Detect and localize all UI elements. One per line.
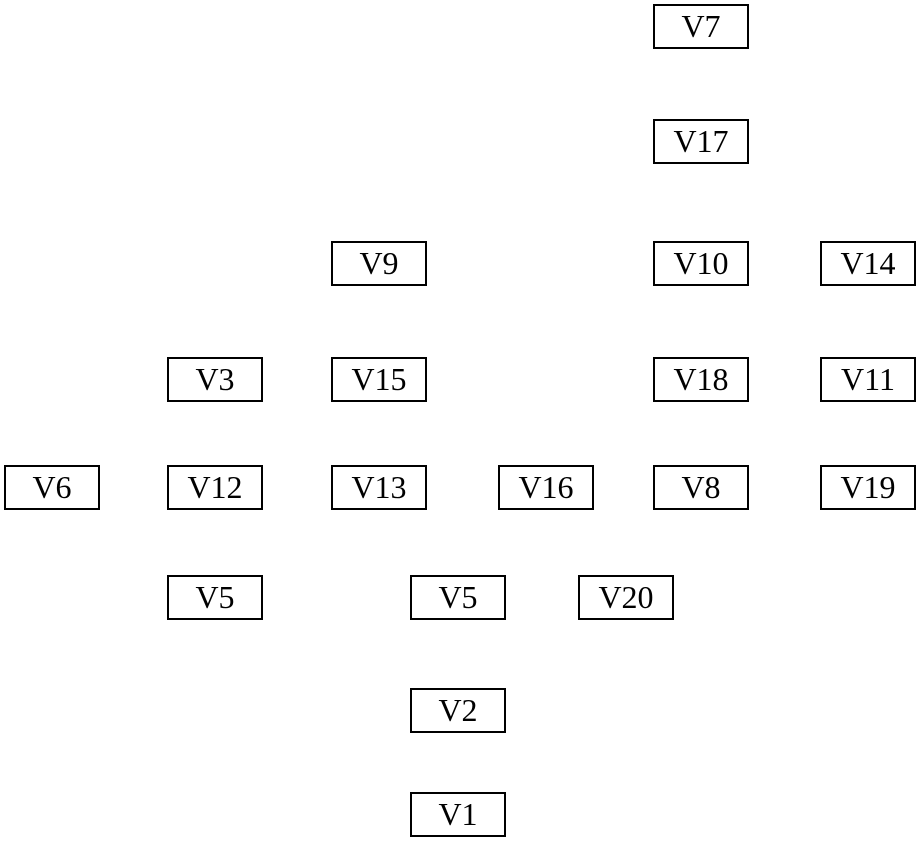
node-v14: V14 <box>820 241 916 286</box>
node-v16: V16 <box>498 465 594 510</box>
node-v7: V7 <box>653 4 749 49</box>
node-v6: V6 <box>4 465 100 510</box>
node-v3: V3 <box>167 357 263 402</box>
node-v5-center: V5 <box>410 575 506 620</box>
node-v12: V12 <box>167 465 263 510</box>
node-v17: V17 <box>653 119 749 164</box>
node-v9: V9 <box>331 241 427 286</box>
node-v2: V2 <box>410 688 506 733</box>
node-v20: V20 <box>578 575 674 620</box>
node-v5-left: V5 <box>167 575 263 620</box>
node-v8: V8 <box>653 465 749 510</box>
node-v15: V15 <box>331 357 427 402</box>
node-v1: V1 <box>410 792 506 837</box>
node-v11: V11 <box>820 357 916 402</box>
node-v10: V10 <box>653 241 749 286</box>
node-v13: V13 <box>331 465 427 510</box>
node-v18: V18 <box>653 357 749 402</box>
node-v19: V19 <box>820 465 916 510</box>
